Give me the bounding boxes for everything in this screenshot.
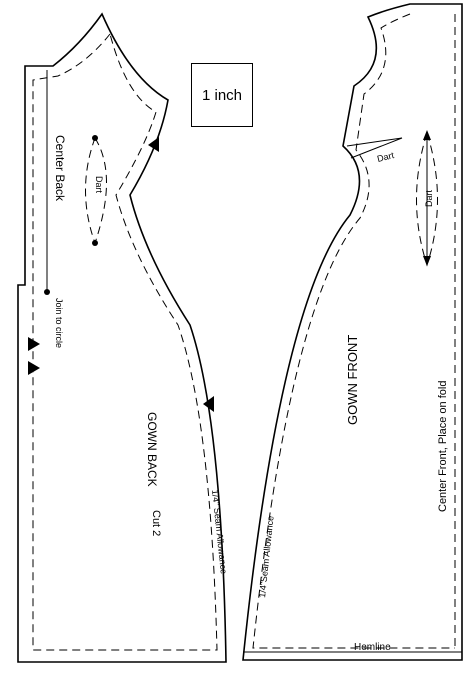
- gown-back-piece: Center Back Join to circle Dart GOWN BAC…: [17, 12, 229, 663]
- waist-dart-label: Dart: [424, 189, 434, 207]
- back-dart-top-dot: [92, 135, 98, 141]
- join-to-circle-label: Join to circle: [54, 298, 64, 348]
- cut-count-label: Cut 2: [150, 510, 162, 536]
- back-center-notch-lower: [28, 361, 40, 375]
- back-side-notch: [203, 396, 214, 412]
- front-seam-allowance-label: 1/4"Seam Allowance: [257, 515, 276, 598]
- center-front-fold-label: Center Front, Place on fold: [437, 381, 449, 512]
- gown-back-title: GOWN BACK: [145, 412, 159, 487]
- front-outline: [242, 3, 463, 661]
- waist-dart-arrow-bottom: [423, 256, 431, 266]
- back-dart-bottom-dot: [92, 240, 98, 246]
- front-seam-line: [252, 13, 455, 649]
- bust-dart-label: Dart: [376, 150, 395, 164]
- scale-label: 1 inch: [201, 86, 243, 104]
- back-seam-allowance-label: 1/4" Seam Allowance: [210, 489, 229, 574]
- gown-front-piece: Dart Dart GOWN FRONT Center Front, Place…: [242, 3, 463, 661]
- back-center-notch-upper: [28, 337, 40, 351]
- join-dot: [44, 289, 50, 295]
- hemline-label: Hemline: [354, 642, 391, 653]
- back-seam-line: [32, 33, 218, 651]
- back-outline: [17, 12, 227, 663]
- scale-reference-box: 1 inch: [191, 63, 253, 127]
- bust-dart: [346, 137, 403, 159]
- back-dart-label: Dart: [94, 176, 104, 194]
- waist-dart-arrow-top: [423, 130, 431, 140]
- back-armhole-notch: [148, 137, 159, 152]
- gown-front-title: GOWN FRONT: [345, 335, 360, 425]
- center-back-label: Center Back: [53, 135, 67, 202]
